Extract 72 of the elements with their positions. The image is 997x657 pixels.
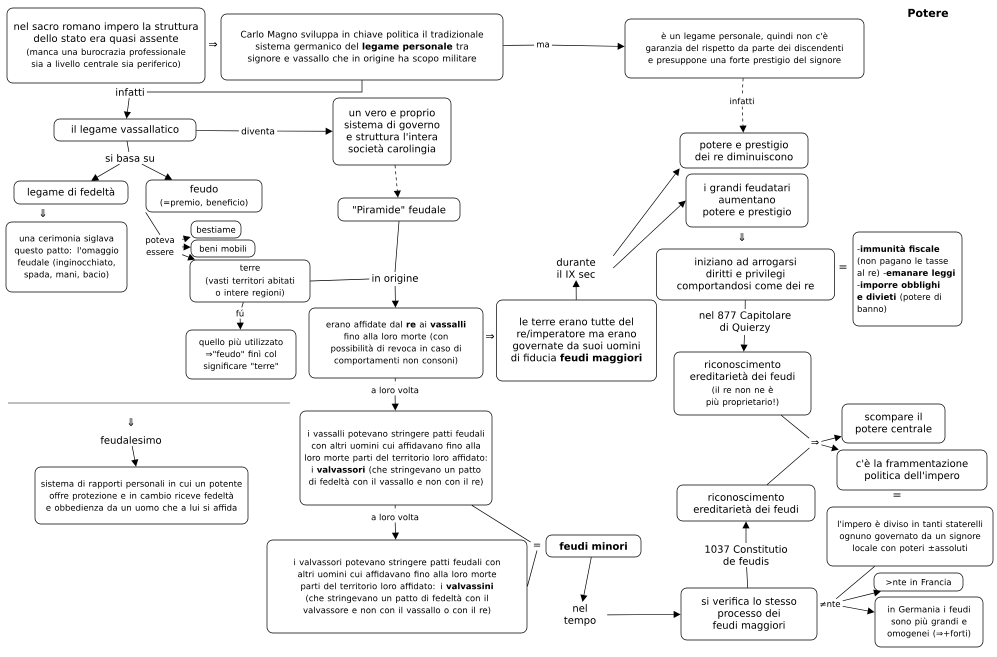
- linking-phrase: a loro volta: [372, 514, 418, 520]
- linking-phrase: ma: [537, 42, 549, 48]
- linking-phrase: diventa: [242, 128, 274, 134]
- concept-box: >nte in Francia: [874, 572, 964, 592]
- concept-box: "Piramide" feudale: [338, 198, 460, 222]
- linking-phrase: infatti: [730, 98, 754, 104]
- concept-box: nel sacro romano impero la struttura dello stato era quasi assente (manca una burocrazia professionale sia a livello centrale sia periferico): [6, 8, 206, 84]
- concept-box: c'è la frammentazione politica dell'impero: [836, 450, 988, 490]
- symbol-label: =: [894, 494, 900, 497]
- connector-line: [766, 448, 810, 486]
- concept-box: i valvassori potevano stringere patti feudali con altri uomini cui affidavano fino alla loro morte parti del territorio loro affidato: i valvassini (che stringevano un patto di fedeltà con il valvassore e non con il vassallo o con il re): [266, 540, 528, 634]
- linking-phrase: =: [534, 544, 540, 547]
- concept-box: riconoscimento ereditarietà dei feudi: [676, 484, 816, 522]
- connector-line: [503, 44, 534, 46]
- linking-phrase: feudalesimo: [100, 436, 162, 444]
- concept-box: iniziano ad arrogarsi diritti e privilegi comportandosi come dei re: [656, 248, 835, 300]
- connector-line: [145, 212, 160, 236]
- linking-phrase: fú: [236, 310, 244, 316]
- concept-box: si verifica lo stesso processo dei feudi maggiori: [680, 588, 818, 640]
- connector-line: [527, 550, 538, 587]
- symbol-label: ⇓: [740, 232, 744, 242]
- connector-line: [746, 566, 748, 588]
- linking-phrase: ⇒: [811, 440, 819, 445]
- concept-box: scompare il potere centrale: [842, 404, 946, 444]
- linking-phrase: nel tempo: [564, 604, 596, 626]
- connector-line: [472, 505, 531, 542]
- concept-box: legame di fedeltà: [14, 180, 128, 204]
- connector-line: [146, 80, 362, 92]
- concept-box: sistema di rapporti personali in cui un potente offre protezione e in cambio riceve fedeltà e obbedienza da un uomo che a lui si affida: [34, 466, 248, 524]
- symbol-label: ⇒: [486, 334, 494, 339]
- concept-box: Carlo Magno sviluppa in chiave politica il tradizionale sistema germanico del legame personale tra signore e vassallo che in origine ha scopo militare: [220, 14, 504, 80]
- concept-box: le terre erano tutte del re/imperatore ma erano governate da suoi uomini di fiducia feudi maggiori: [496, 300, 657, 382]
- concept-box: feudi minori: [546, 534, 642, 558]
- concept-box: il legame vassallatico: [54, 118, 196, 142]
- connector-line: [742, 78, 744, 96]
- connector-line: [744, 300, 746, 310]
- linking-phrase: nel 877 Capitolare di Quierzy: [700, 311, 791, 333]
- concept-box: una cerimonia siglava questo patto: l'omaggio feudale (inginocchiato, spada, mani, bacio): [6, 222, 128, 292]
- concept-box: i vassalli potevano stringere patti feudali con altri uomini cui affidavano fino alla loro morte parti del territorio loro affidato: i valvassori (che stringevano un patto di fedeltà con il vassallo e non con il re): [300, 410, 492, 506]
- concept-box: in Germania i feudi sono più grandi e omogenei (⇒+forti): [874, 596, 984, 648]
- connector-line: [196, 130, 240, 132]
- concept-box: feudo (=premio, beneficio): [146, 180, 262, 212]
- linking-phrase: ≠nte: [820, 600, 840, 608]
- linking-phrase: 1037 Constitutio de feudis: [706, 545, 788, 565]
- concept-box: potere e prestigio dei re diminuiscono: [680, 132, 808, 168]
- connector-line: [126, 141, 130, 152]
- symbol-label: ⇓: [128, 418, 134, 426]
- connector-line: [394, 221, 400, 272]
- concept-box: beni mobili: [190, 240, 256, 258]
- concept-box: un vero e proprio sistema di governo e struttura l'intera società carolingia: [332, 98, 452, 166]
- connector-line: [780, 415, 810, 439]
- concept-box: l'impero è diviso in tanti staterelli ognuno governato da un signore locale con poteri ±assoluti: [826, 506, 994, 566]
- linking-phrase: poteva essere: [146, 236, 174, 256]
- linking-phrase: in origine: [372, 274, 418, 284]
- symbol-label: =: [840, 266, 846, 269]
- linking-phrase: infatti: [116, 88, 144, 96]
- symbol-label: ⇓: [40, 208, 46, 218]
- concept-box: è un legame personale, quindi non c'è garanzia del rispetto da parte dei discendenti e presuppone una forte prestigio del signore: [624, 18, 864, 78]
- linking-phrase: durante il IX sec: [556, 258, 596, 278]
- concept-box: riconoscimento ereditarietà dei feudi (il re non ne è più proprietario!): [674, 352, 812, 416]
- concept-box: bestiame: [190, 220, 242, 238]
- concept-box: i grandi feudatari aumentano potere e prestigio: [686, 174, 808, 228]
- concept-box: quello più utilizzato ⇒"feudo" finì col significare "terre": [186, 330, 296, 380]
- concept-box: erano affidate dal re ai vassalli fino alla loro morte (con possibilità di revoca in caso di comportamenti non consoni): [308, 308, 484, 378]
- concept-box: -immunità fiscale (non pagano le tasse al re) -emanare leggi -imporre obblighi e divieti (potere di banno): [852, 232, 962, 326]
- concept-box: terre (vasti territori abitati o intere regioni): [190, 260, 310, 302]
- symbol-label: ⇒: [209, 42, 218, 47]
- connector-line: [310, 278, 370, 282]
- connector-line: [241, 302, 244, 308]
- linking-phrase: a loro volta: [372, 386, 418, 394]
- linking-phrase: si basa su: [106, 154, 154, 162]
- title: Potere: [908, 8, 948, 18]
